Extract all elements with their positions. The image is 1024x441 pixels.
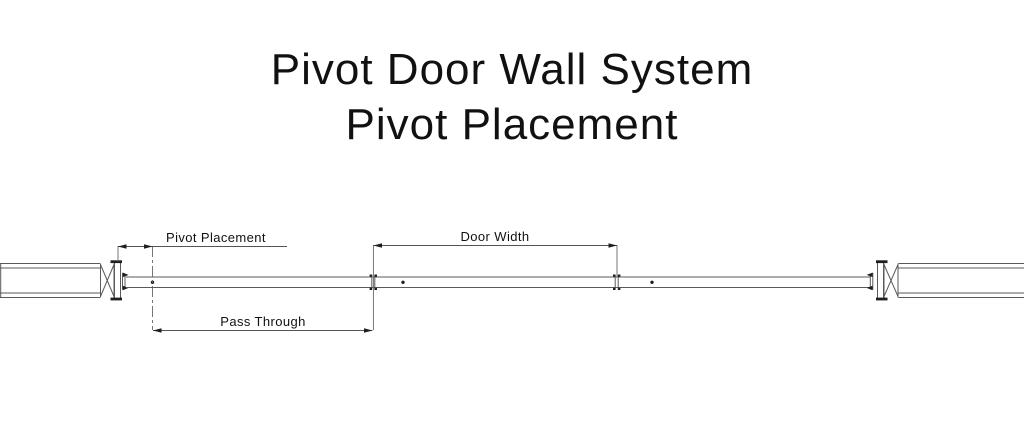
left-jamb-bottom-cap xyxy=(110,297,122,301)
left-jamb-top-cap xyxy=(110,260,122,264)
extension-lines xyxy=(117,245,618,330)
dim-arrow xyxy=(373,243,382,248)
dim-arrow xyxy=(608,243,617,248)
right-jamb xyxy=(876,260,888,301)
right-jamb-top-cap xyxy=(876,260,888,264)
title-line-2: Pivot Placement xyxy=(345,100,679,149)
dim-arrow xyxy=(153,328,162,333)
door-panels xyxy=(126,276,870,288)
left-door-edge-bracket xyxy=(122,272,129,291)
dim-arrow xyxy=(144,244,153,249)
pivot-dot-2 xyxy=(401,280,405,284)
title-line-1: Pivot Door Wall System xyxy=(270,45,754,94)
left-jamb xyxy=(110,260,122,301)
right-jamb-bottom-cap xyxy=(876,297,888,301)
door-width-dimension-label: Door Width xyxy=(460,229,530,244)
drawing-title: Pivot Door Wall System Pivot Placement xyxy=(0,42,1024,152)
dim-arrow xyxy=(118,244,127,249)
pass-through-dimension-label: Pass Through xyxy=(220,314,306,329)
panel-joint-1 xyxy=(369,274,377,290)
dim-arrow xyxy=(364,328,373,333)
right-door-edge-bracket xyxy=(866,272,874,291)
pivot-points xyxy=(150,280,654,284)
pivot-placement-dimension-label: Pivot Placement xyxy=(166,230,266,245)
panel-joint-2 xyxy=(613,274,621,290)
pivot-dot-3 xyxy=(650,280,654,284)
door-width-dimension xyxy=(373,243,617,248)
left-wall-section xyxy=(0,263,100,298)
left-pivot-post xyxy=(100,263,115,298)
pivot-placement-dimension xyxy=(118,244,287,249)
pass-through-dimension xyxy=(153,328,373,333)
right-pivot-post xyxy=(883,263,899,298)
right-wall-section xyxy=(898,263,1024,298)
